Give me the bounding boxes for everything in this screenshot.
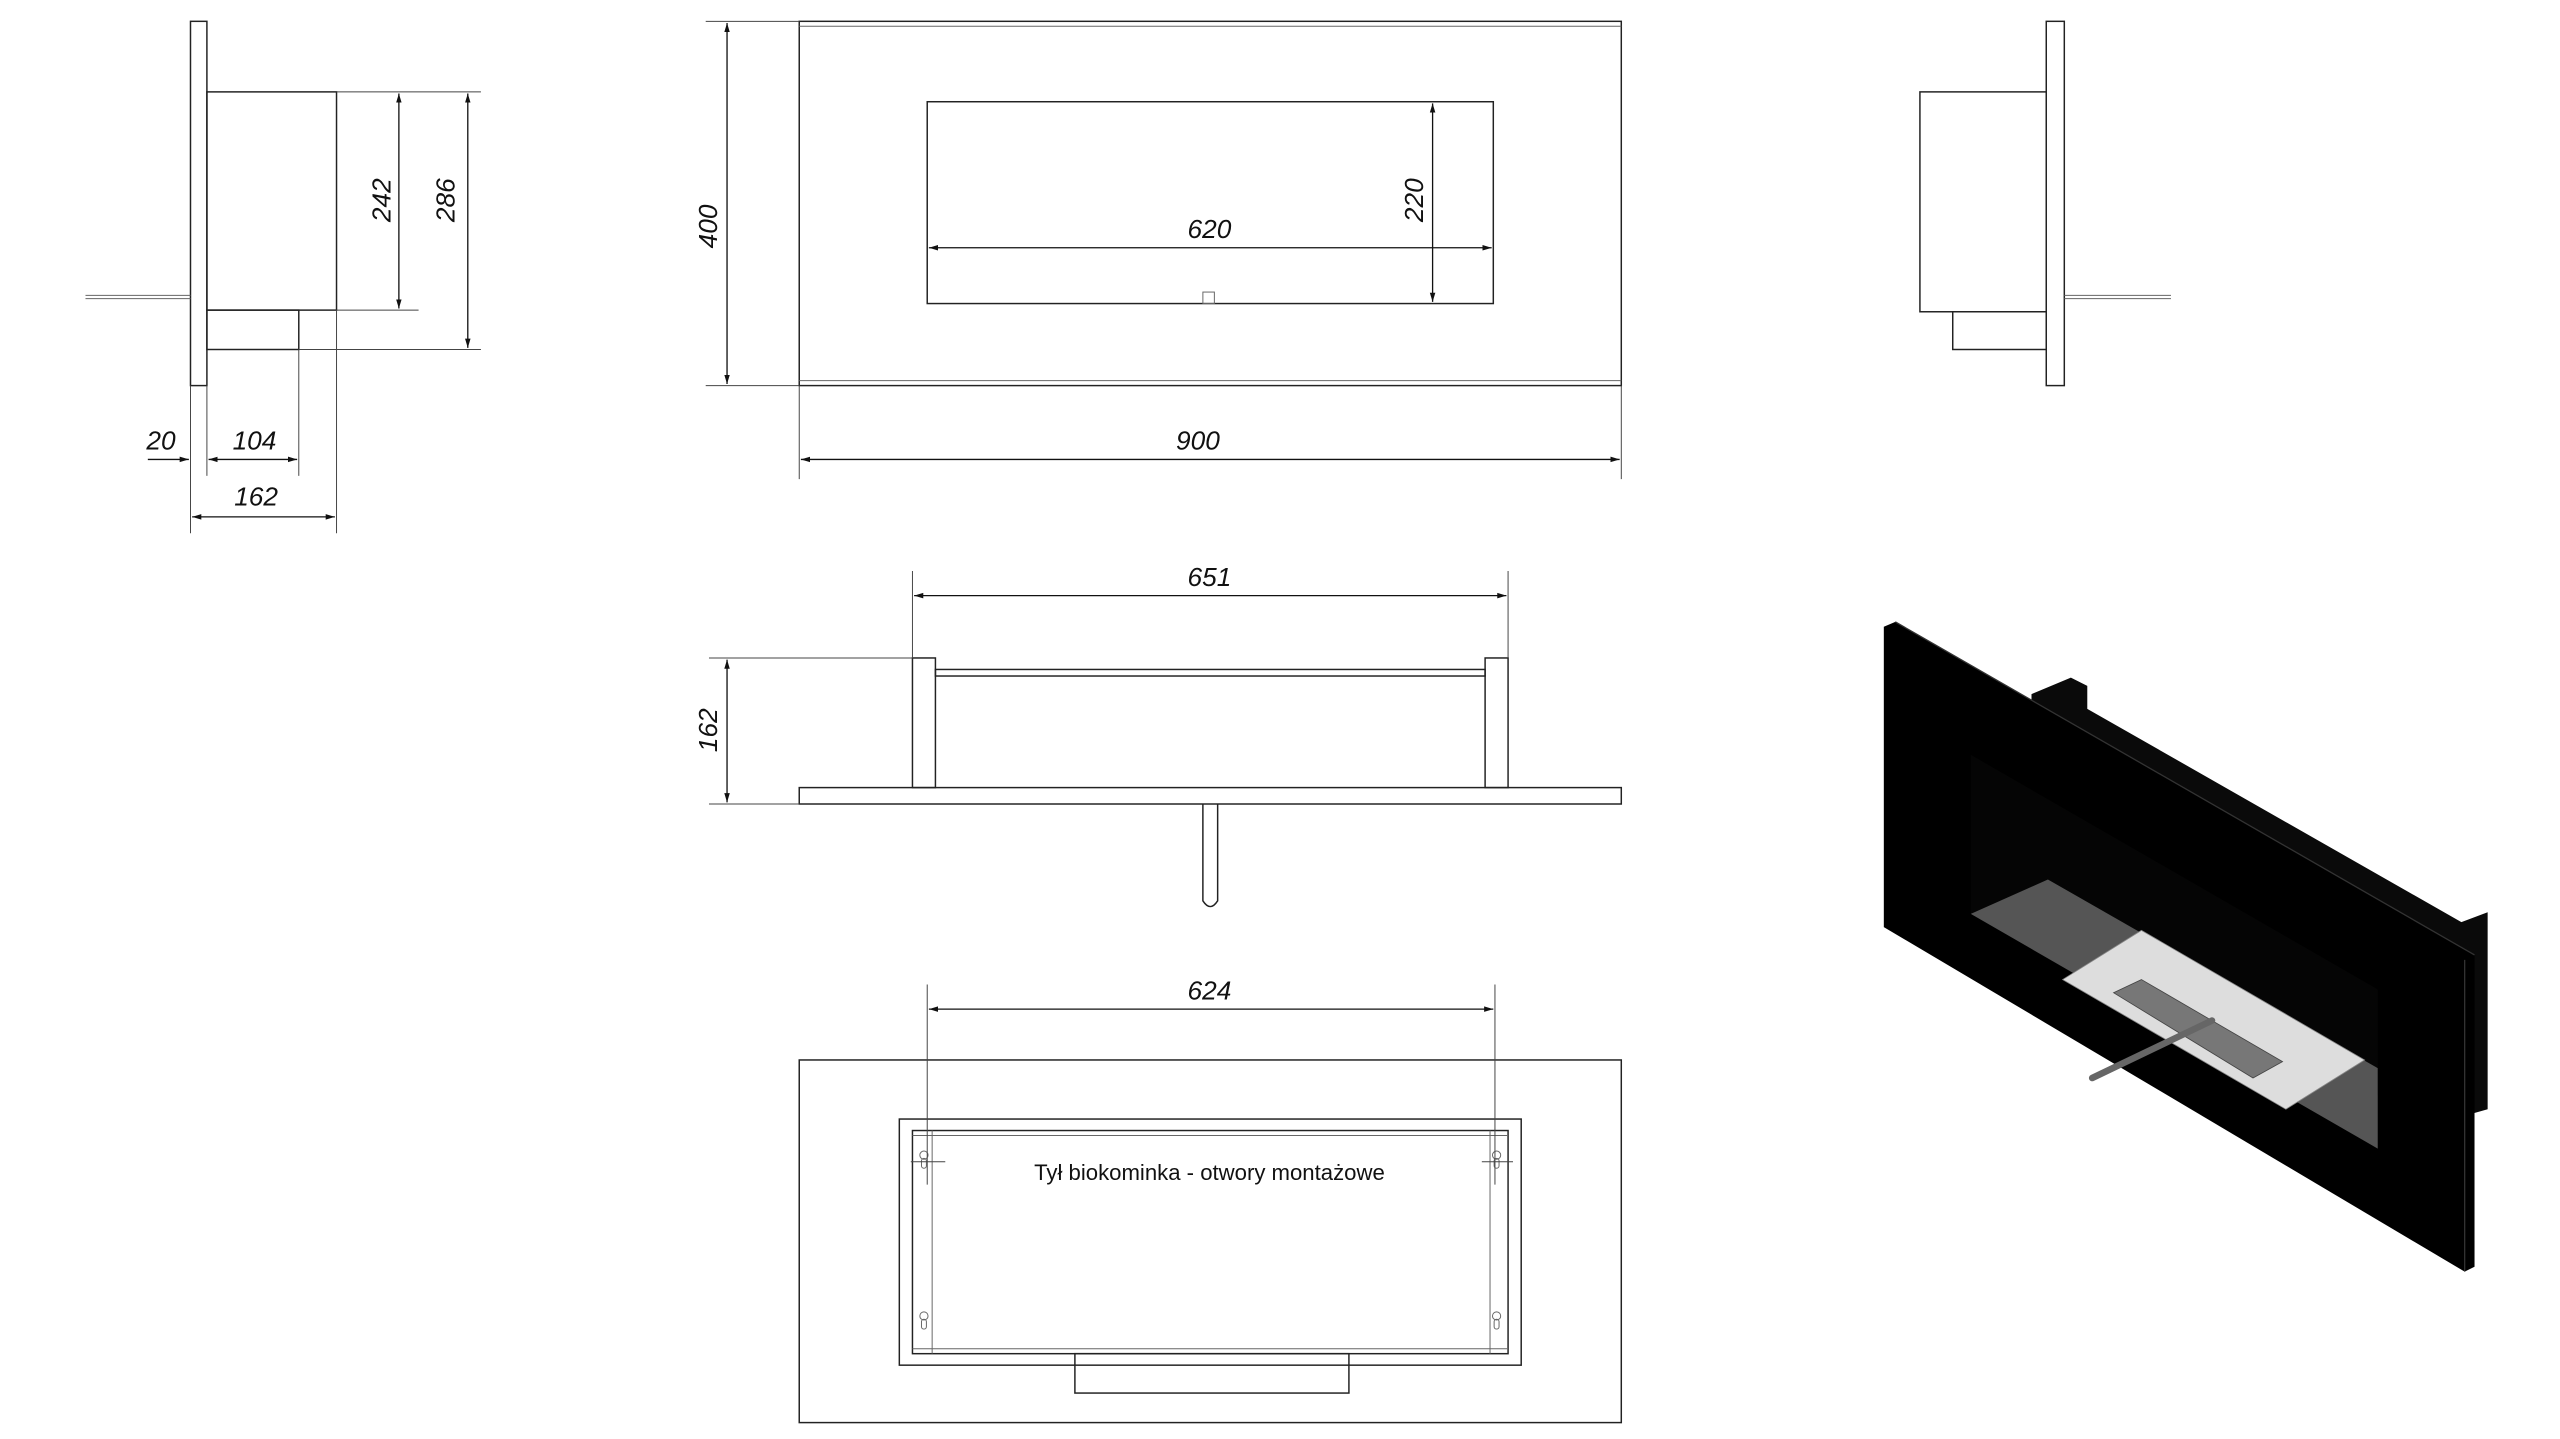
dim-label-104: 104: [233, 426, 277, 456]
dim-label-624: 624: [1188, 975, 1232, 1005]
dim-label-620: 620: [1188, 214, 1232, 244]
burner-tab: [1202, 291, 1215, 305]
burner-tab: [1074, 1352, 1350, 1394]
front-plate: [2045, 20, 2066, 387]
isometric-view: [1883, 621, 2488, 1272]
burner-box: [1951, 311, 2048, 351]
front-view: 400 620 220 900: [693, 20, 1623, 480]
front-plate: [189, 20, 208, 387]
keyhole-icon: [1491, 1311, 1502, 1330]
firebox-body: [206, 91, 338, 311]
dim-label-286: 286: [431, 178, 461, 223]
left-side-view: 242 286 20 104 162: [85, 20, 481, 534]
dim-label-651: 651: [1188, 562, 1232, 592]
dim-label-242: 242: [367, 178, 397, 223]
dim-label-162: 162: [234, 481, 278, 511]
dim-label-162: 162: [693, 708, 723, 752]
back-view-caption: Tył biokominka - otwory montażowe: [1034, 1160, 1385, 1185]
back-frame: [798, 1059, 1623, 1424]
right-side-view: [1919, 20, 2171, 387]
dim-label-400: 400: [693, 204, 723, 248]
keyhole-icon: [1491, 1150, 1502, 1169]
keyhole-icon: [919, 1311, 929, 1330]
handle-rod: [1202, 804, 1219, 908]
front-frame: [798, 20, 1623, 387]
box-outline: [898, 1118, 1522, 1366]
left-post: [911, 657, 937, 789]
handle-rod: [2088, 1017, 2216, 1082]
dim-label-900: 900: [1176, 426, 1220, 456]
firebox-body: [1919, 91, 2048, 313]
back-view: 624 Tył biokominka - otwory montażowe: [798, 975, 1623, 1424]
dim-label-20: 20: [145, 426, 176, 456]
keyhole-icon: [919, 1150, 929, 1169]
burner-box: [206, 309, 300, 351]
top-view: 651 162: [693, 562, 1623, 908]
dim-label-220: 220: [1399, 178, 1429, 223]
right-post: [1484, 657, 1509, 789]
front-plate: [798, 786, 1623, 805]
top-rail: [934, 668, 1486, 677]
